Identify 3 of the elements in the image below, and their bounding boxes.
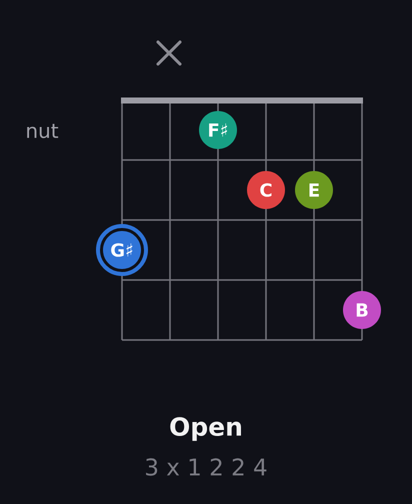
chord-title: Open <box>170 417 241 441</box>
nut-label: nut <box>27 124 58 138</box>
fingering-label: 3 x 1 2 2 4 <box>146 458 266 476</box>
